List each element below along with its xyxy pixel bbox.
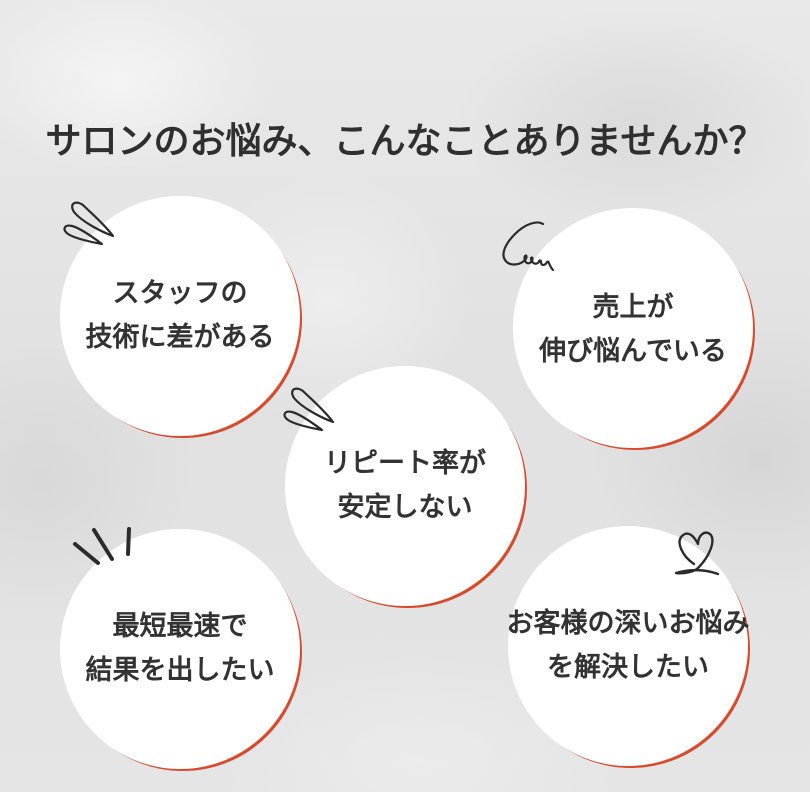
concern-bubble-staff-skill: スタッフの 技術に差がある bbox=[60, 196, 302, 438]
page-title: サロンのお悩み、こんなことありませんか？ bbox=[45, 121, 765, 162]
bubble-line-2: を解決したい bbox=[547, 652, 709, 683]
concern-bubble-fast-results: 最短最速で 結果を出したい bbox=[60, 529, 302, 771]
bubble-line-1: 売上が bbox=[592, 292, 674, 323]
bubble-text: 最短最速で 結果を出したい bbox=[40, 529, 320, 769]
bubble-text: 売上が 伸び悩んでいる bbox=[493, 210, 773, 450]
bubble-text: お客様の深いお悩み を解決したい bbox=[468, 526, 788, 766]
bubble-text: リピート率が 安定しない bbox=[265, 366, 545, 606]
concern-bubble-sales: 売上が 伸び悩んでいる bbox=[513, 208, 755, 450]
bubble-line-1: スタッフの bbox=[112, 278, 248, 309]
bubble-line-1: リピート率が bbox=[324, 448, 486, 479]
bubble-line-1: お客様の深いお悩み bbox=[506, 608, 750, 639]
bubble-text: スタッフの 技術に差がある bbox=[40, 196, 320, 436]
bubble-line-2: 安定しない bbox=[337, 492, 473, 523]
concern-bubble-customer-issues: お客様の深いお悩み を解決したい bbox=[507, 526, 750, 768]
bubble-line-2: 伸び悩んでいる bbox=[539, 336, 727, 367]
bubble-line-2: 結果を出したい bbox=[85, 655, 275, 686]
bubble-line-2: 技術に差がある bbox=[85, 322, 275, 353]
bubble-disc bbox=[60, 529, 300, 769]
bubble-line-1: 最短最速で bbox=[112, 611, 248, 642]
